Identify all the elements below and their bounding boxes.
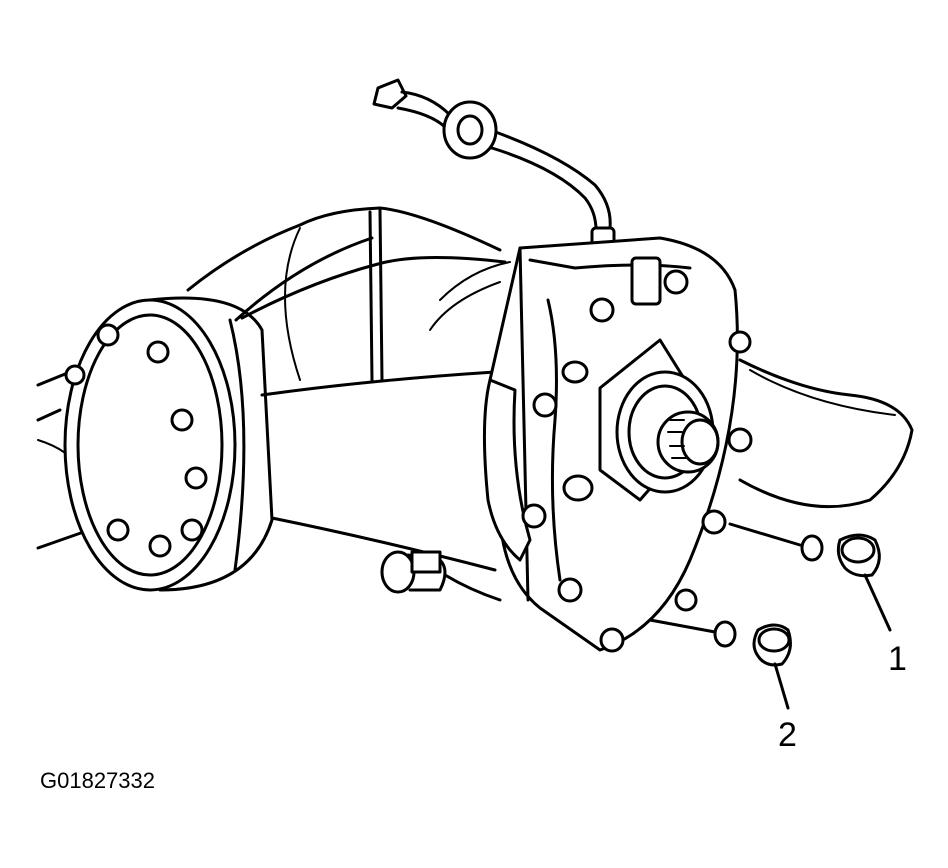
mounting-bracket	[738, 358, 914, 509]
differential-cover	[482, 236, 753, 653]
figure-id: G01827332	[40, 768, 155, 793]
cover-bolts	[521, 269, 753, 653]
fill-plug-assembly	[728, 522, 892, 632]
pinion-yoke	[598, 338, 720, 502]
axle-flange	[63, 296, 274, 592]
drain-plug-assembly	[648, 618, 792, 710]
callout-label-1: 1	[888, 640, 907, 678]
housing-body	[186, 206, 511, 572]
callout-label-2: 2	[778, 716, 797, 754]
vent-hose	[372, 78, 616, 256]
flange-bolts	[64, 323, 208, 558]
lower-bracket	[380, 550, 502, 602]
